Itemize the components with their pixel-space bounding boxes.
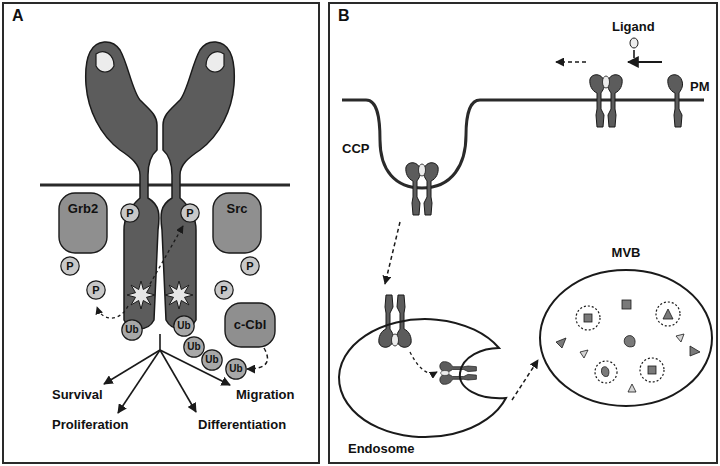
src-kinase-shape <box>213 193 261 253</box>
protein-name: Src <box>227 202 248 217</box>
protein-name: c-Cbl <box>234 318 267 333</box>
protein-name: Grb2 <box>68 202 98 217</box>
src-kinase: Src <box>212 192 262 254</box>
ubiquitin-label: Ub <box>229 364 242 374</box>
compartment-name: MVB <box>612 246 641 261</box>
ubiquitin-bead: Ub <box>201 349 223 371</box>
phospho-label: P <box>246 261 253 272</box>
pit-label-anchor: CCP <box>342 142 369 157</box>
ligand-label: Ligand <box>612 20 655 35</box>
ubiquitin-bead: Ub <box>121 319 143 341</box>
phospho-site: P <box>60 256 80 276</box>
phospho-site: P <box>180 203 200 223</box>
multivesicular-body: MVB <box>538 246 714 410</box>
ubiquitin-bead-shape <box>122 320 142 340</box>
ubiquitin-bead-shape <box>174 316 194 336</box>
ubiquitin-bead: Ub <box>225 358 247 380</box>
phospho-label: P <box>220 285 227 296</box>
panel-letter: A <box>12 7 318 25</box>
outcome-label: Proliferation <box>52 418 129 433</box>
phospho-site-shape <box>215 281 233 299</box>
phospho-site-shape <box>181 204 199 222</box>
panel-frame: B Endosome MVB <box>328 2 718 464</box>
outcome-label-anchor: Migration <box>236 388 295 403</box>
phospho-label: P <box>92 285 99 296</box>
ubiquitin-bead-shape <box>202 350 222 370</box>
membrane-label: PM <box>690 80 710 95</box>
pit-label: CCP <box>342 142 369 157</box>
phospho-site-shape <box>241 257 259 275</box>
ubiquitin-bead: Ub <box>173 315 195 337</box>
phospho-label: P <box>126 208 133 219</box>
compartment-name: Endosome <box>348 442 414 457</box>
phospho-site: P <box>214 280 234 300</box>
outcome-label-anchor: Survival <box>52 388 103 403</box>
phospho-site: P <box>86 280 106 300</box>
ubiquitin-bead-shape <box>226 359 246 379</box>
flow-arrow <box>247 348 268 369</box>
ubiquitin-label: Ub <box>125 325 138 335</box>
phospho-site-shape <box>61 257 79 275</box>
outcome-label: Migration <box>236 388 295 403</box>
panel-letter: B <box>338 7 716 25</box>
endosome-outline <box>338 318 512 458</box>
phospho-label: P <box>186 208 193 219</box>
phospho-site-shape <box>121 204 139 222</box>
outcome-label: Differentiation <box>198 418 286 433</box>
ubiquitin-label: Ub <box>205 355 218 365</box>
ligand-label-anchor: Ligand <box>612 20 655 35</box>
outcome-label: Survival <box>52 388 103 403</box>
outcome-label-anchor: Proliferation <box>52 418 129 433</box>
grb2-adaptor: Grb2 <box>58 192 108 254</box>
ubiquitin-bead: Ub <box>183 336 205 358</box>
c-cbl-ligase-shape <box>225 303 275 347</box>
phospho-site: P <box>120 203 140 223</box>
c-cbl-ligase: c-Cbl <box>224 302 276 348</box>
ubiquitin-bead-shape <box>184 337 204 357</box>
outcome-label-anchor: Differentiation <box>198 418 286 433</box>
ubiquitin-label: Ub <box>187 342 200 352</box>
multivesicular-body-shape <box>540 270 712 406</box>
phospho-site: P <box>240 256 260 276</box>
grb2-adaptor-shape <box>59 193 107 253</box>
phospho-site-shape <box>87 281 105 299</box>
ubiquitin-label: Ub <box>177 321 190 331</box>
multivesicular-body-outline <box>538 246 714 410</box>
flow-arrow <box>512 360 538 400</box>
endosome: Endosome <box>338 318 512 458</box>
phospho-label: P <box>66 261 73 272</box>
membrane-label-anchor: PM <box>690 80 710 95</box>
endosome-shape <box>339 319 506 437</box>
